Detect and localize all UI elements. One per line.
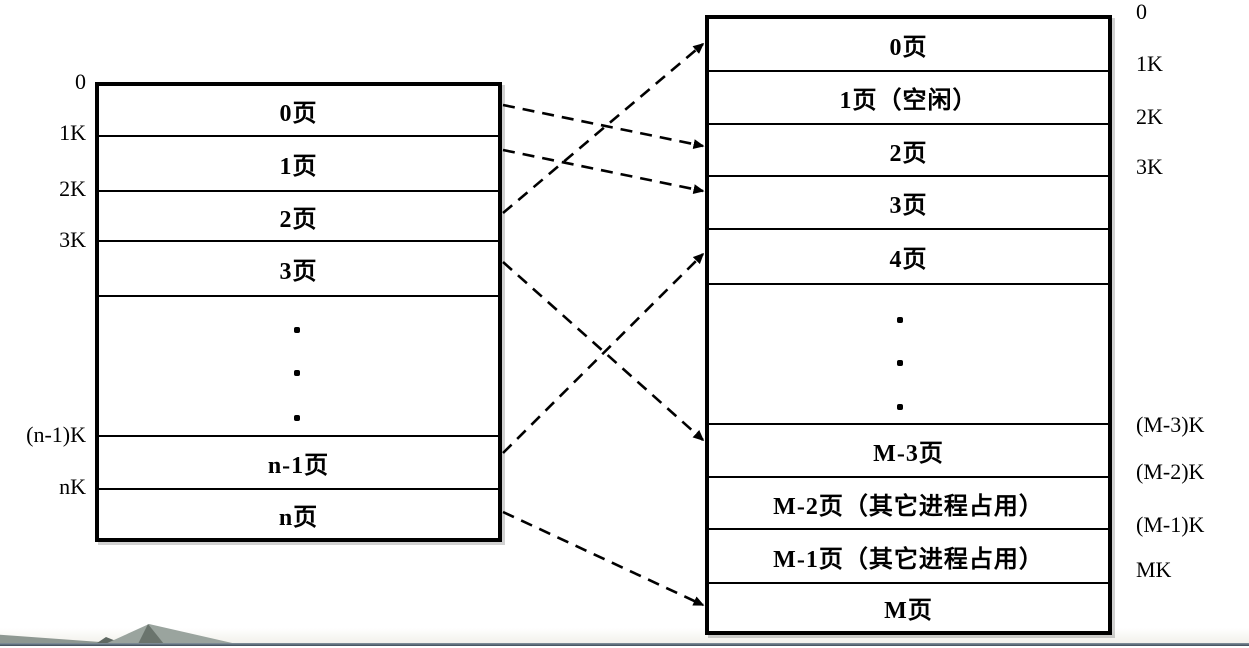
address-label: 0 <box>1136 0 1147 24</box>
table-row: M页 <box>709 582 1108 631</box>
address-label: MK <box>1136 557 1172 582</box>
table-row: 0页 <box>709 19 1108 70</box>
logical-pages-table: 0页 1页 2页 3页 n-1页 n页 <box>95 82 502 542</box>
frame-cell-label: 3页 <box>889 193 928 219</box>
page-cell-label: 0页 <box>279 101 318 127</box>
mapping-arrow-3页-to-M-3页 <box>502 261 705 441</box>
table-row: 2页 <box>99 190 498 240</box>
frame-cell-label: M-1页（其它进程占用） <box>773 546 1044 573</box>
mapping-arrow-0页-to-2页 <box>502 103 705 149</box>
mapping-arrow-2页-to-0页 <box>502 43 705 214</box>
vertical-ellipsis-dot <box>897 404 903 410</box>
mapping-arrow-n页-to-M页 <box>502 510 705 607</box>
table-row: 4页 <box>709 228 1108 283</box>
vertical-ellipsis-dot <box>897 360 903 366</box>
mapping-arrow-1页-to-3页 <box>502 148 705 194</box>
vertical-ellipsis-dot <box>294 370 300 376</box>
physical-memory-table: 0页 1页（空闲） 2页 3页 4页 M-3页 M-2页（其它进程占用） M-1… <box>705 15 1112 635</box>
page-cell-label: n-1页 <box>267 453 330 479</box>
address-label: (M-2)K <box>1136 459 1205 484</box>
table-row: 3页 <box>709 175 1108 228</box>
address-label: (n-1)K <box>26 422 86 447</box>
page-cell-label: 1页 <box>279 154 318 180</box>
address-label: nK <box>59 474 86 499</box>
frame-cell-label: 4页 <box>889 247 928 273</box>
page-cell-label: 2页 <box>279 206 318 233</box>
table-row: 3页 <box>99 240 498 295</box>
address-label: 3K <box>1136 154 1163 179</box>
table-row: M-1页（其它进程占用） <box>709 528 1108 582</box>
address-label: 1K <box>59 120 86 145</box>
address-label: 2K <box>59 176 86 201</box>
page-cell-label: n页 <box>278 504 319 531</box>
address-label: 1K <box>1136 51 1163 76</box>
address-label: 3K <box>59 227 86 252</box>
table-row: 2页 <box>709 123 1108 175</box>
address-label: 2K <box>1136 104 1163 129</box>
table-row: n-1页 <box>99 435 498 488</box>
mapping-arrow-n-1页-to-4页 <box>502 252 705 454</box>
frame-cell-label: M-3页 <box>873 441 944 467</box>
table-row: 1页 <box>99 135 498 190</box>
table-row: M-3页 <box>709 423 1108 476</box>
table-row: 0页 <box>99 86 498 135</box>
table-row-ellipsis <box>99 295 498 435</box>
address-label: 0 <box>75 69 86 94</box>
table-row: 1页（空闲） <box>709 70 1108 123</box>
frame-cell-label: 0页 <box>889 35 928 61</box>
table-row: n页 <box>99 488 498 538</box>
table-row-ellipsis <box>709 283 1108 423</box>
table-row: M-2页（其它进程占用） <box>709 476 1108 528</box>
address-label: (M-3)K <box>1136 412 1205 437</box>
frame-cell-label: M页 <box>884 598 933 624</box>
vertical-ellipsis-dot <box>897 317 903 323</box>
background-roof-decoration <box>0 634 142 645</box>
vertical-ellipsis-dot <box>294 327 300 333</box>
background-roof-decoration <box>103 624 241 645</box>
frame-cell-label: 1页（空闲） <box>839 88 978 114</box>
background-roof-decoration <box>138 624 164 644</box>
bottom-rule-line <box>0 643 1249 646</box>
address-label: (M-1)K <box>1136 512 1205 537</box>
frame-cell-label: 2页 <box>889 140 928 167</box>
frame-cell-label: M-2页（其它进程占用） <box>773 493 1044 520</box>
page-cell-label: 3页 <box>279 259 318 285</box>
vertical-ellipsis-dot <box>294 415 300 421</box>
